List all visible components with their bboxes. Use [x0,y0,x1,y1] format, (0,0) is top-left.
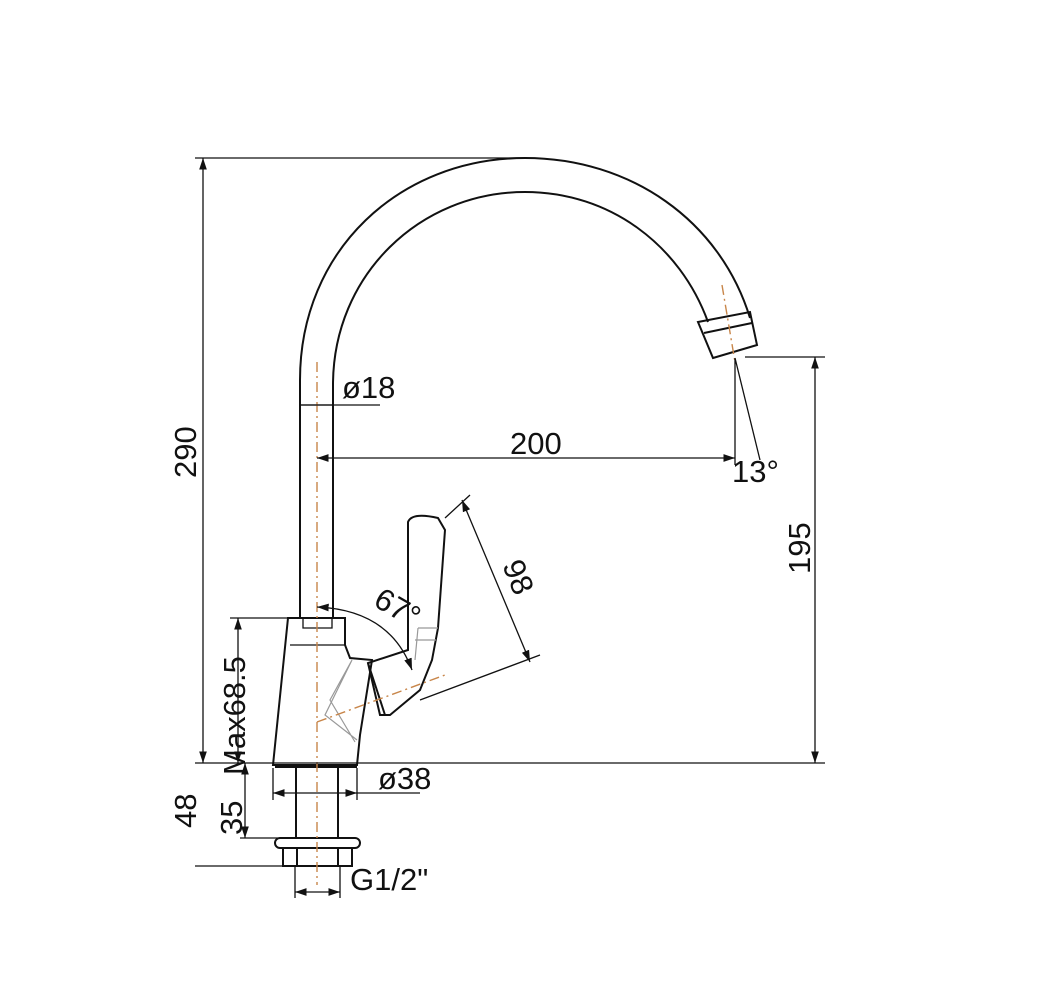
label-spout-diameter: ø18 [342,370,395,405]
aerator-nozzle [696,310,759,360]
label-total-height: 290 [168,426,203,478]
label-thread: G1/2" [350,862,428,897]
label-spout-height: 195 [782,522,817,574]
label-body-height: Max68.5 [217,656,252,775]
label-handle-angle: 67° [369,581,427,635]
label-base-diameter: ø38 [378,761,431,796]
centerline-handle [316,674,446,723]
dimension-lines [195,157,825,898]
centerline-nozzle [721,284,736,363]
label-spout-angle: 13° [732,454,779,489]
valve-body [271,617,374,766]
label-shank-length: 35 [214,801,249,835]
label-below-deck: 48 [168,794,203,828]
label-handle-length: 98 [496,555,541,600]
label-spout-reach: 200 [510,426,562,461]
lever-handle [366,514,447,716]
